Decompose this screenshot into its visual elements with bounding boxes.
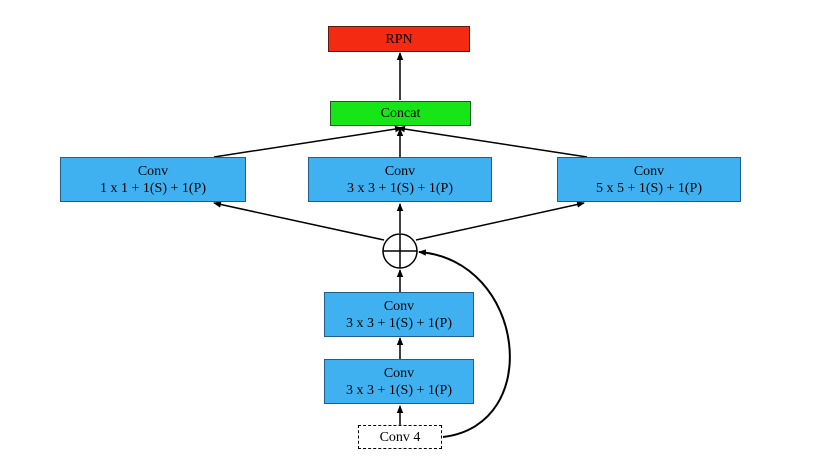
conv-5x5-box: Conv 5 x 5 + 1(S) + 1(P) [557, 157, 741, 202]
conv-3x3-upper-spec: 3 x 3 + 1(S) + 1(P) [345, 315, 452, 331]
conv-1x1-title: Conv [137, 163, 169, 179]
edge-conv-1x1-to-concat [213, 125, 403, 158]
conv-5x5-title: Conv [633, 163, 665, 179]
conv4-label: Conv 4 [379, 429, 421, 445]
conv-3x3-lower-box: Conv 3 x 3 + 1(S) + 1(P) [324, 359, 474, 404]
conv4-box: Conv 4 [358, 425, 442, 449]
edge-sum-to-conv-5x5 [415, 201, 585, 241]
concat-label: Concat [380, 106, 421, 121]
conv-3x3-upper-box: Conv 3 x 3 + 1(S) + 1(P) [324, 292, 474, 337]
concat-box: Concat [330, 101, 471, 126]
rpn-label: RPN [385, 31, 413, 47]
conv-3x3-mid-box: Conv 3 x 3 + 1(S) + 1(P) [308, 157, 492, 202]
sum-node [382, 233, 418, 269]
conv-3x3-mid-title: Conv [384, 163, 416, 179]
rpn-box: RPN [328, 26, 470, 52]
conv-1x1-box: Conv 1 x 1 + 1(S) + 1(P) [60, 157, 246, 202]
conv-3x3-mid-spec: 3 x 3 + 1(S) + 1(P) [346, 180, 453, 196]
conv-3x3-lower-title: Conv [383, 365, 415, 381]
edge-conv-5x5-to-concat [397, 125, 588, 158]
edge-skip-conv4-to-sum [418, 249, 511, 438]
conv-3x3-lower-spec: 3 x 3 + 1(S) + 1(P) [345, 382, 452, 398]
conv-1x1-spec: 1 x 1 + 1(S) + 1(P) [99, 180, 206, 196]
conv-5x5-spec: 5 x 5 + 1(S) + 1(P) [595, 180, 702, 196]
edge-sum-to-conv-1x1 [213, 201, 385, 241]
conv-3x3-upper-title: Conv [383, 298, 415, 314]
